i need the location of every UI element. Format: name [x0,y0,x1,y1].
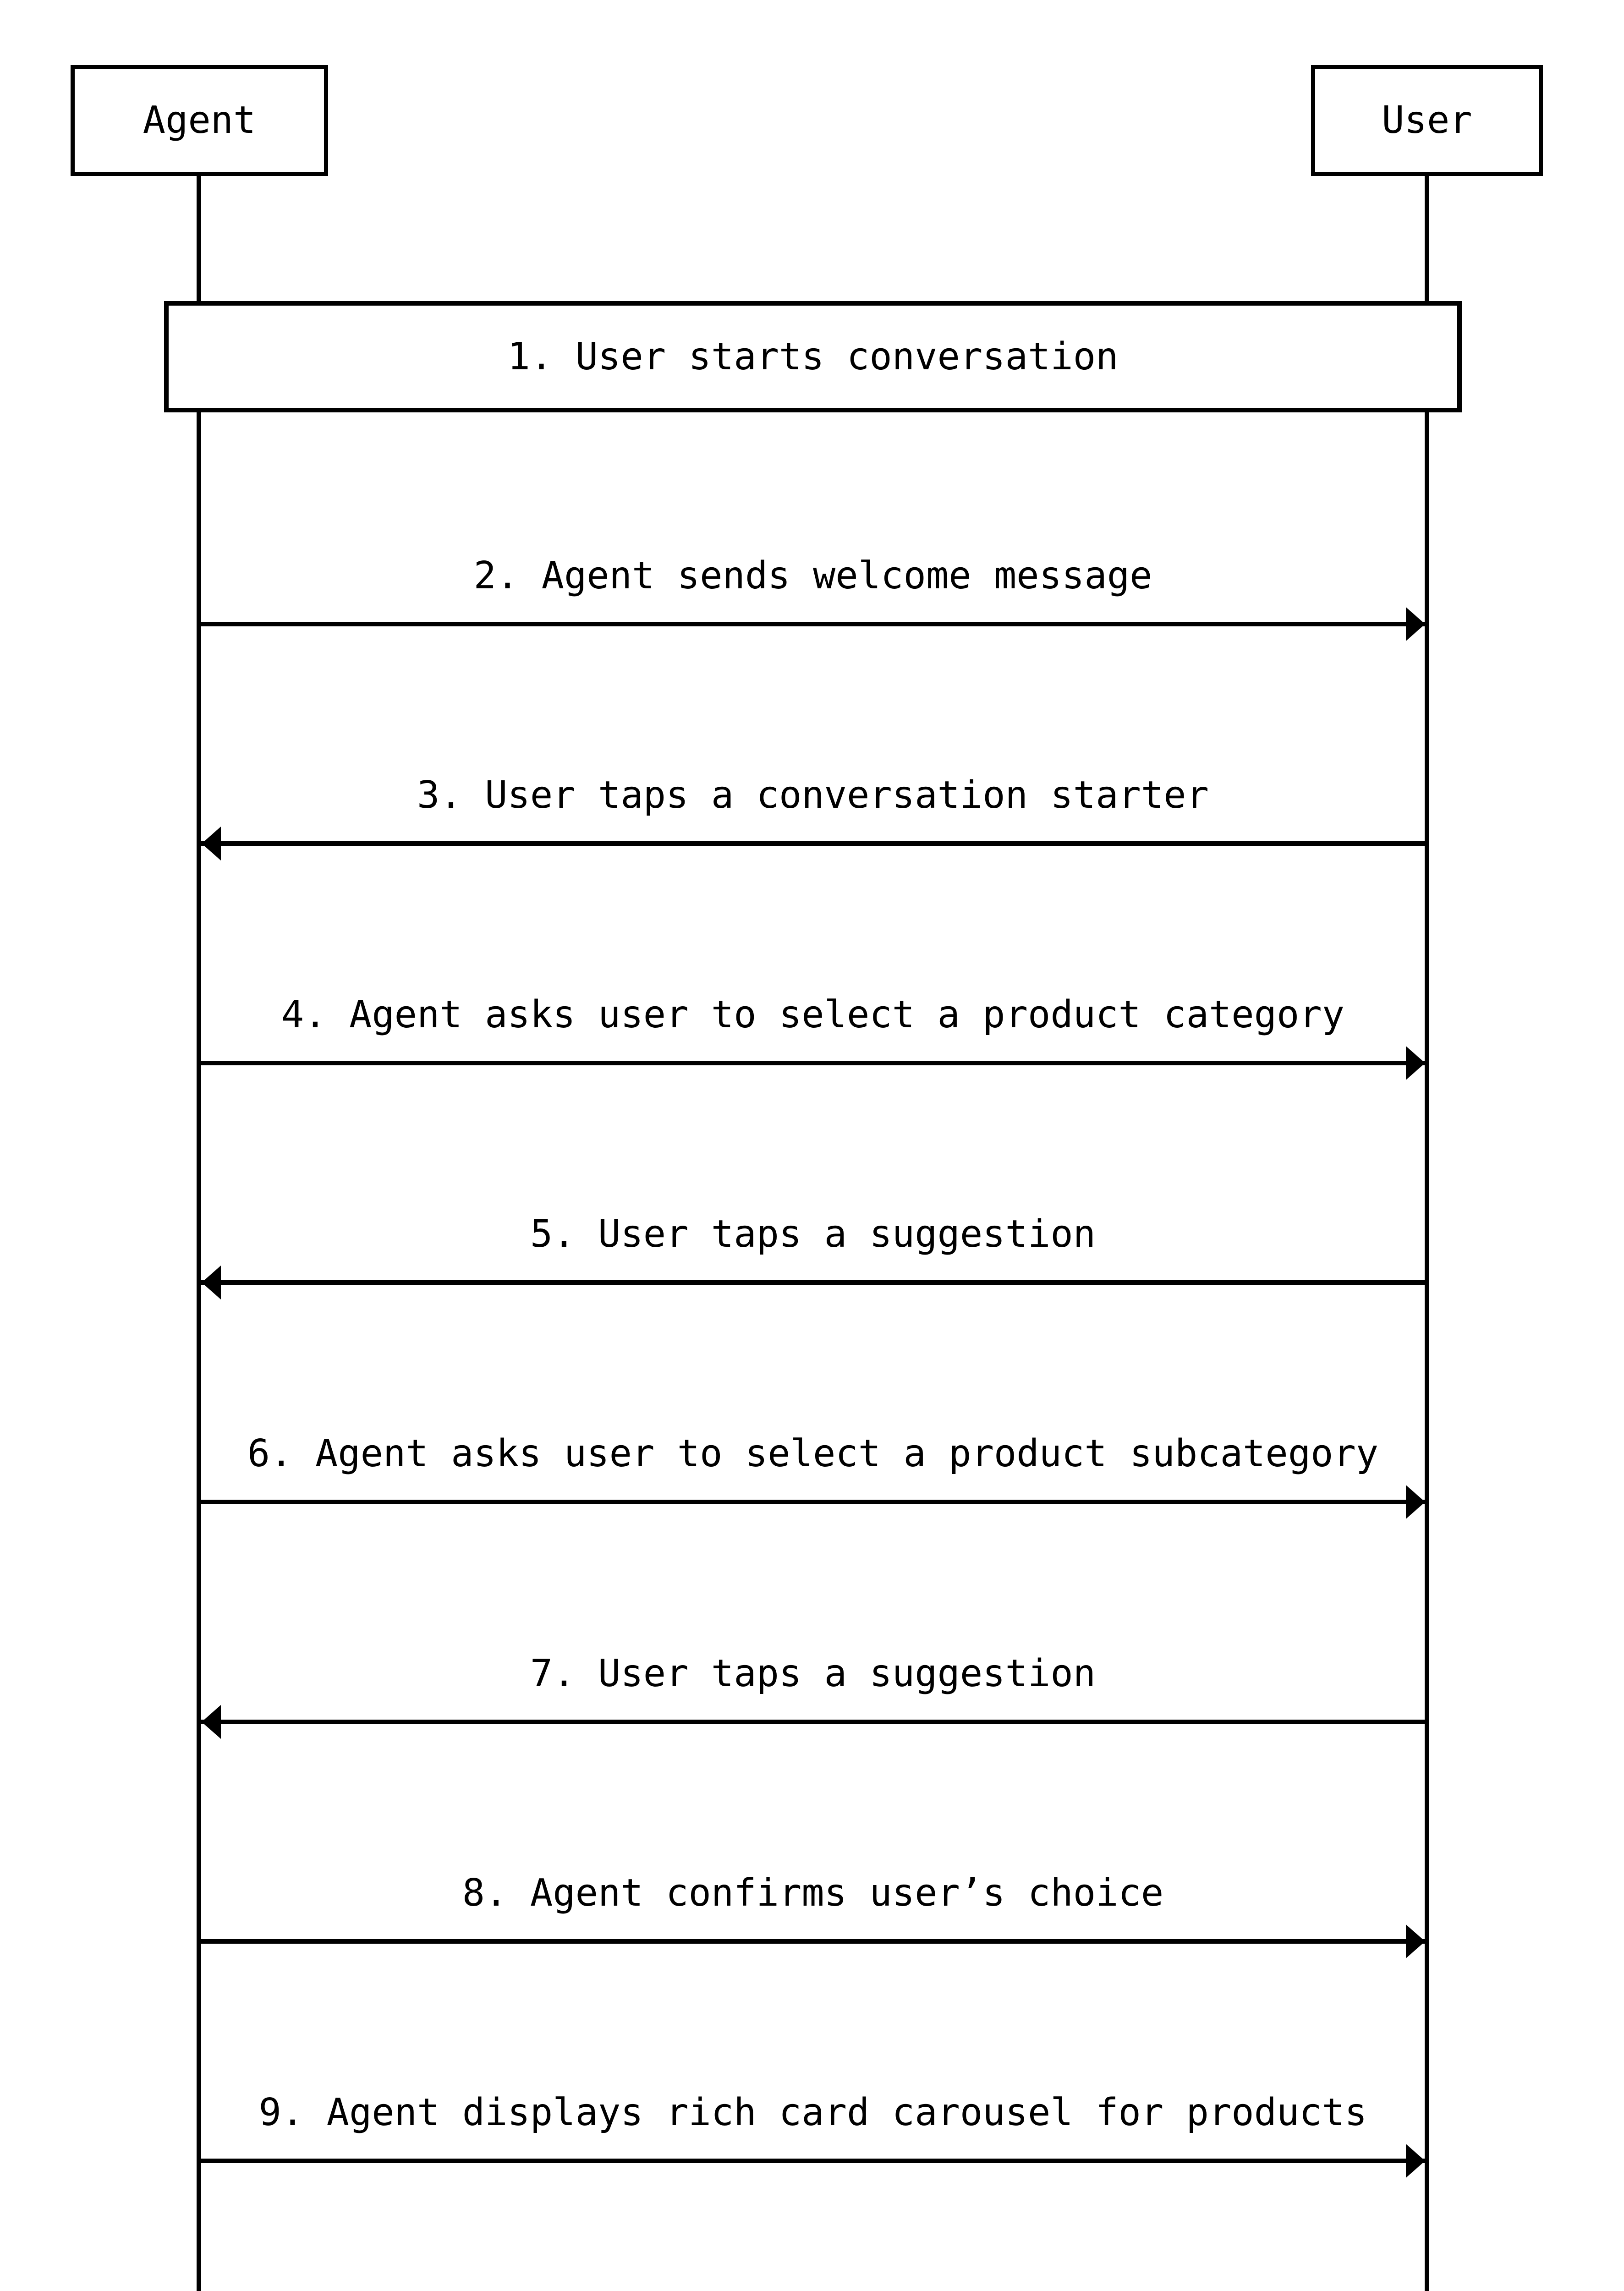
message-label: 7. User taps a suggestion [530,1652,1096,1695]
message-line [199,1720,1427,1724]
message-line [199,2159,1427,2163]
message-line [199,841,1427,846]
message-line [199,1500,1427,1504]
message-label: 2. Agent sends welcome message [473,554,1152,597]
arrowhead-icon [202,827,221,860]
message-label: 9. Agent displays rich card carousel for… [258,2091,1367,2134]
message-line [199,622,1427,626]
message-line [199,1280,1427,1285]
message-label: 8. Agent confirms user’s choice [462,1871,1164,1915]
arrowhead-icon [1406,1924,1425,1958]
message-label: 5. User taps a suggestion [530,1212,1096,1256]
message-line [199,1939,1427,1944]
note-label: 1. User starts conversation [507,334,1119,378]
actor-label-user: User [1382,99,1472,142]
arrowhead-icon [202,1266,221,1299]
actor-label-agent: Agent [143,99,256,142]
message-label: 4. Agent asks user to select a product c… [281,993,1345,1036]
lifeline-agent [197,176,201,2291]
message-label: 6. Agent asks user to select a product s… [247,1432,1379,1475]
actor-box-agent-top: Agent [71,65,328,176]
lifeline-user [1425,176,1429,2291]
note-box: 1. User starts conversation [164,301,1462,412]
arrowhead-icon [1406,2144,1425,2178]
arrowhead-icon [202,1705,221,1739]
arrowhead-icon [1406,1485,1425,1519]
arrowhead-icon [1406,1046,1425,1080]
actor-box-user-top: User [1311,65,1543,176]
message-line [199,1061,1427,1065]
arrowhead-icon [1406,607,1425,641]
message-label: 3. User taps a conversation starter [417,773,1209,817]
